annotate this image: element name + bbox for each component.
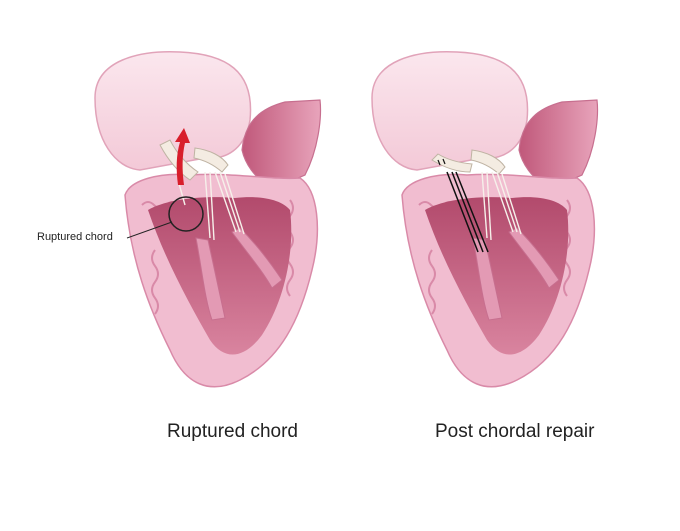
right-valve-anterior [431, 153, 473, 173]
right-papillary-muscle-2 [508, 227, 560, 289]
left-ventricle-cavity [148, 197, 292, 355]
right-ventricle-cavity [425, 197, 569, 355]
right-left-atrium [371, 51, 529, 171]
left-heart [94, 51, 322, 388]
left-valve-posterior [193, 147, 229, 173]
right-papillary-muscle-1 [472, 237, 503, 321]
left-atrium [94, 51, 252, 171]
suture-knot-icon [437, 158, 446, 166]
aorta [241, 99, 322, 191]
suture-chords-icon [446, 171, 489, 253]
right-aorta [518, 99, 599, 191]
callout-leader-line [126, 221, 173, 239]
right-panel-caption: Post chordal repair [435, 421, 595, 442]
magnifier-circle-icon [168, 196, 204, 232]
right-heart [371, 51, 599, 388]
ruptured-chord-callout: Ruptured chord [37, 231, 113, 243]
regurgitation-arrow-icon [175, 128, 190, 185]
left-panel-caption: Ruptured chord [167, 421, 298, 442]
left-papillary-muscle-1 [195, 237, 226, 321]
left-chordae [177, 171, 245, 241]
left-papillary-muscle-2 [231, 227, 283, 289]
right-chordae [481, 171, 522, 241]
right-valve-posterior [470, 149, 506, 175]
